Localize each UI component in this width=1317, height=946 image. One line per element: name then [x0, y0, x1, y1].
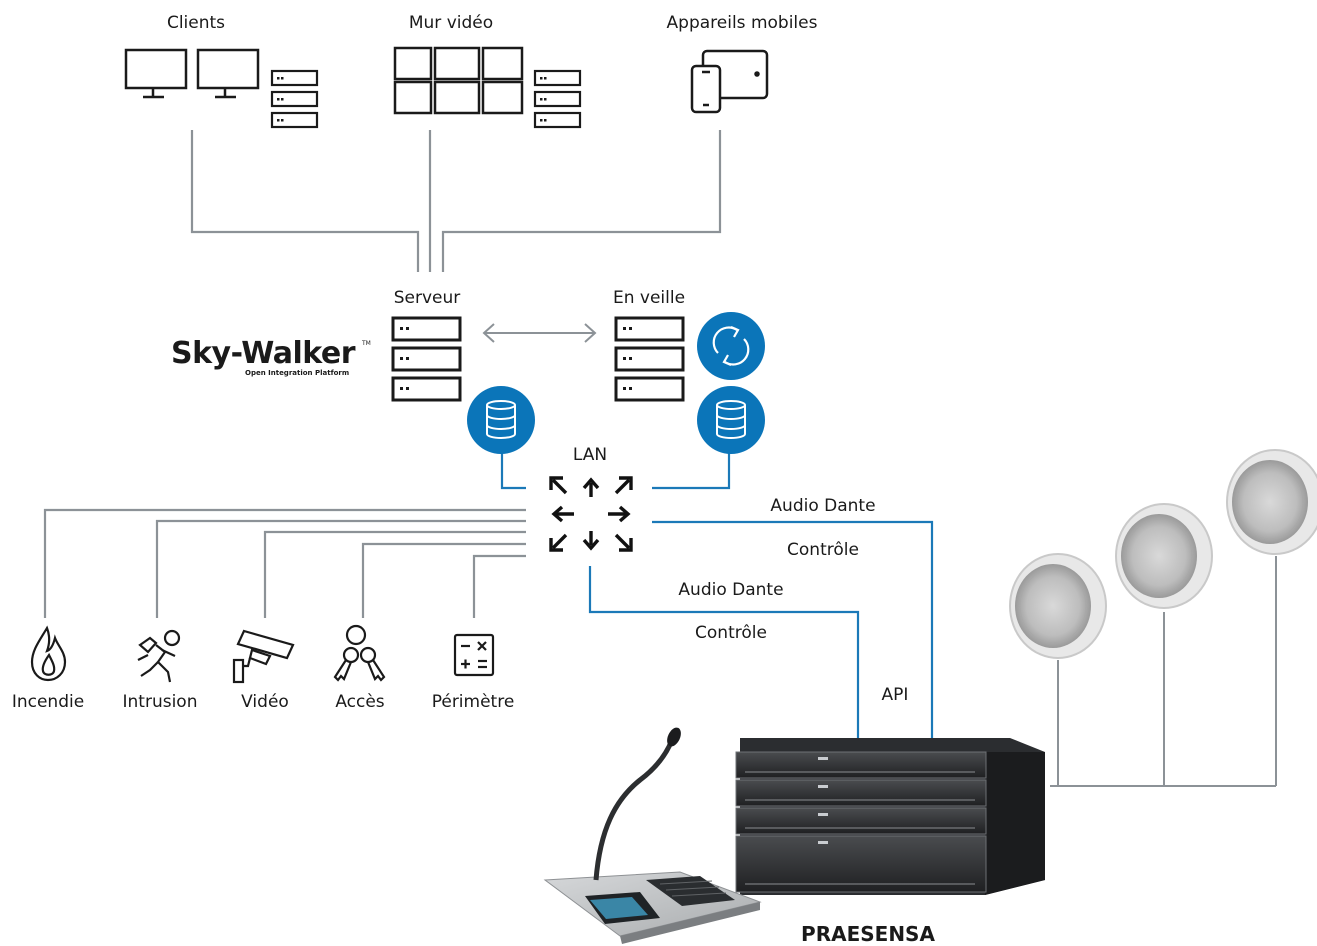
sky-walker-logo: Sky-Walker TM Open Integration Platform — [171, 336, 371, 380]
standby-label: En veille — [612, 288, 686, 308]
server-label: Serveur — [393, 288, 461, 308]
perimeter-icon — [453, 633, 495, 677]
server-stack-icon — [270, 69, 319, 129]
clients-connector — [190, 130, 420, 272]
sync-icon — [697, 312, 765, 380]
mobile-devices-label: Appareils mobiles — [666, 13, 818, 33]
link-label-api: API — [881, 685, 909, 705]
fire-connector — [43, 508, 526, 618]
standby-server-icon — [614, 316, 685, 402]
ceiling-speaker — [1115, 503, 1213, 609]
server-stack-icon — [533, 69, 582, 129]
database-icon — [697, 386, 765, 454]
speaker-wire — [1050, 556, 1277, 787]
link-label-control: Contrôle — [787, 540, 859, 560]
subsystem-label-intrusion: Intrusion — [122, 692, 198, 712]
lan-to-praesensa-1 — [652, 520, 934, 738]
sync-arrow — [482, 323, 597, 343]
mobile-connector — [441, 130, 722, 272]
subsystem-label-perimeter: Périmètre — [431, 692, 515, 712]
clients-label: Clients — [166, 13, 226, 33]
main-server-icon — [391, 316, 462, 402]
monitor-icon — [196, 48, 260, 99]
db2-to-lan — [652, 452, 731, 490]
video-connector — [263, 530, 526, 618]
subsystem-label-access: Accès — [335, 692, 385, 712]
intrusion-icon — [137, 629, 181, 683]
link-label-audio-dante: Audio Dante — [678, 580, 784, 600]
video-wall-icon — [393, 46, 524, 115]
subsystem-label-video: Vidéo — [241, 692, 289, 712]
ceiling-speaker — [1009, 553, 1107, 659]
database-icon — [467, 386, 535, 454]
ceiling-speaker — [1226, 449, 1317, 555]
camera-icon — [232, 629, 295, 684]
lan-switch-icon — [549, 476, 633, 552]
phone-icon — [690, 64, 722, 114]
intrusion-connector — [155, 519, 526, 618]
link-label-control: Contrôle — [695, 623, 767, 643]
subsystem-connectors — [43, 508, 526, 618]
brand-name: Sky-Walker — [171, 336, 356, 371]
link-label-audio-dante: Audio Dante — [770, 496, 876, 516]
top-gray-connectors — [190, 130, 722, 272]
praesensa-label: PRAESENSA — [801, 922, 935, 946]
keys-icon — [333, 624, 386, 682]
lan-to-praesensa-2 — [588, 566, 860, 738]
perimeter-connector — [472, 554, 526, 618]
blue-connectors — [500, 452, 934, 738]
access-connector — [361, 542, 526, 618]
db1-to-lan — [500, 452, 526, 490]
fire-icon — [30, 625, 67, 682]
call-station — [543, 727, 762, 944]
brand-subtitle: Open Integration Platform — [245, 369, 350, 377]
video-wall-label: Mur vidéo — [408, 13, 494, 33]
monitor-icon — [124, 48, 188, 99]
lan-label: LAN — [572, 445, 608, 465]
praesensa-rack — [735, 738, 1045, 895]
brand-trademark: TM — [362, 340, 371, 347]
subsystem-label-fire: Incendie — [11, 692, 85, 712]
